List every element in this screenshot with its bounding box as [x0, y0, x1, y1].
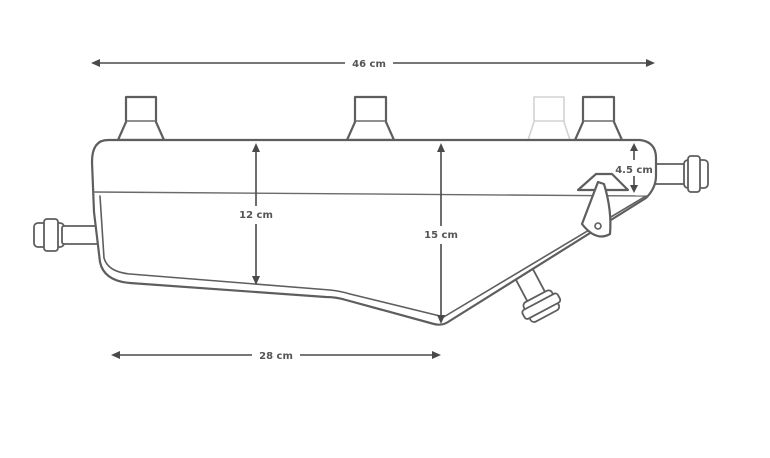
dimension-height-front: 4.5 cm	[615, 143, 653, 193]
clip-loop	[580, 180, 612, 238]
arrow-up-icon	[630, 143, 638, 151]
arrow-left-icon	[111, 351, 120, 359]
bag-inner-outline	[99, 195, 441, 317]
bag-body	[90, 138, 658, 326]
arrow-down-icon	[630, 185, 638, 193]
dimension-height-middle: 15 cm	[424, 143, 458, 324]
top-strap-1	[116, 95, 166, 142]
top-straps	[116, 95, 624, 142]
dimension-height-rear-label: 12 cm	[239, 210, 273, 221]
bag-outline	[90, 138, 658, 326]
bag-inner-front-edge	[441, 195, 647, 319]
arrow-up-icon	[252, 143, 260, 152]
arrow-up-icon	[437, 143, 445, 152]
dimension-bottom-length-label: 28 cm	[259, 351, 293, 362]
dimension-bottom-length: 28 cm	[111, 351, 441, 362]
front-tab	[576, 172, 630, 192]
dimension-total-length: 46 cm	[91, 59, 655, 70]
dimension-height-rear: 12 cm	[239, 143, 273, 285]
arrow-down-icon	[437, 315, 445, 324]
arrow-down-icon	[252, 276, 260, 285]
top-strap-4	[573, 95, 624, 142]
bottom-buckle	[514, 268, 562, 323]
left-side-buckle	[33, 218, 99, 252]
dimension-height-front-label: 4.5 cm	[615, 165, 653, 176]
right-side-buckle	[649, 155, 709, 193]
top-strap-3-faint	[527, 96, 571, 141]
clip-hole	[594, 222, 602, 230]
arrow-right-icon	[646, 59, 655, 67]
bag-top-seam	[92, 191, 646, 197]
dimension-total-length-label: 46 cm	[352, 59, 386, 70]
arrow-right-icon	[432, 351, 441, 359]
dimension-height-middle-label: 15 cm	[424, 230, 458, 241]
arrow-left-icon	[91, 59, 100, 67]
top-strap-2	[345, 95, 396, 142]
